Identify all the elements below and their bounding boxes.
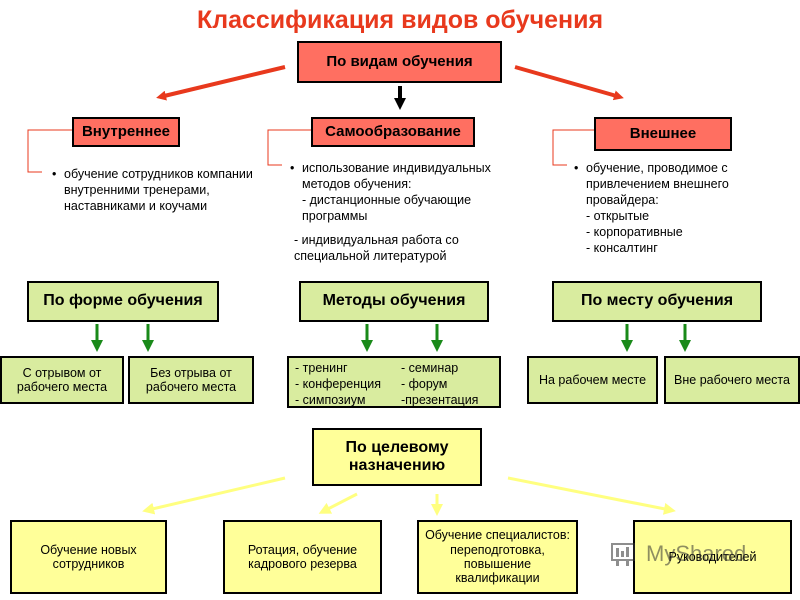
internal-description: обучение сотрудников компании внутренним… [52, 166, 272, 214]
external-description: обучение, проводимое с привлечением внеш… [574, 160, 786, 256]
page-title: Классификация видов обучения [196, 6, 604, 34]
method-training: - тренинг [295, 361, 348, 375]
arrow-purpose-4 [507, 476, 676, 515]
place-item-outside-work: Вне рабочего места [664, 356, 800, 404]
arrow-to-external [514, 65, 624, 101]
category-form: По форме обучения [27, 281, 219, 322]
method-presentation: -презентация [401, 393, 479, 407]
root-node: По видам обучения [297, 41, 502, 83]
method-forum: - форум [401, 377, 448, 391]
form-item-off-job: С отрывом от рабочего места [0, 356, 124, 404]
methods-list: - тренинг - семинар - конференция - фору… [287, 356, 501, 408]
arrow-purpose-2 [318, 492, 358, 514]
bracket-internal [27, 129, 75, 173]
arrow-purpose-1 [142, 476, 286, 515]
form-item-on-job: Без отрыва от рабочего места [128, 356, 254, 404]
purpose-item-managers: Руководителей [633, 520, 792, 594]
self-description: использование индивидуальных методов обу… [290, 160, 517, 224]
place-item-at-work: На рабочем месте [527, 356, 658, 404]
category-methods: Методы обучения [299, 281, 489, 322]
bracket-self [267, 129, 312, 166]
watermark: MyShared [610, 540, 746, 568]
watermark-text: MyShared [646, 541, 747, 566]
category-place: По месту обучения [552, 281, 762, 322]
method-symposium: - симпозиум [295, 393, 366, 407]
purpose-item-new-staff: Обучение новых сотрудников [10, 520, 167, 594]
self-description-2: - индивидуальная работа со специальной л… [294, 233, 459, 263]
type-external: Внешнее [594, 117, 732, 151]
watermark-logo-icon [611, 543, 635, 566]
type-self-education: Самообразование [311, 117, 475, 147]
category-purpose: По целевому назначению [312, 428, 482, 486]
purpose-item-rotation: Ротация, обучение кадрового резерва [223, 520, 382, 594]
purpose-item-specialists: Обучение специалистов: переподготовка, п… [417, 520, 578, 594]
arrow-to-internal [156, 65, 286, 101]
method-conference: - конференция [295, 377, 382, 391]
type-internal: Внутреннее [72, 117, 180, 147]
method-seminar: - семинар [401, 361, 459, 375]
bracket-external [552, 129, 595, 166]
